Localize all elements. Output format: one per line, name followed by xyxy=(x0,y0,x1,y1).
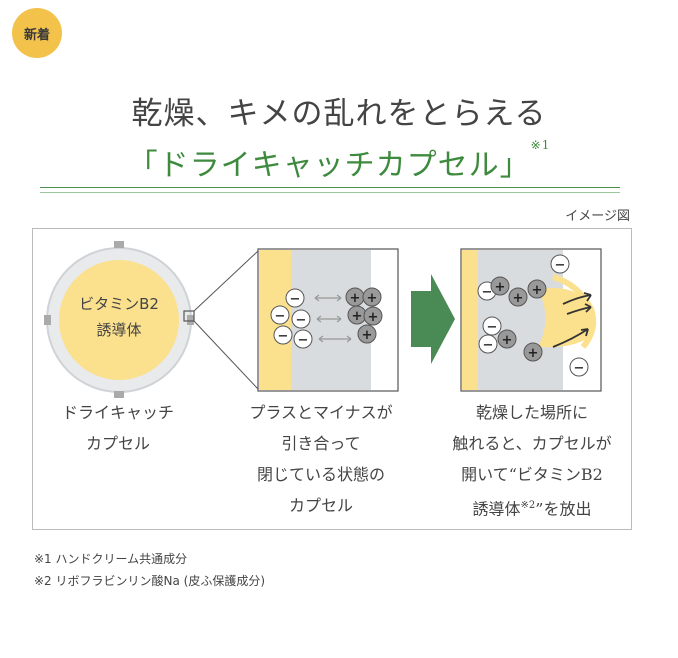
title-divider-light xyxy=(40,192,620,193)
svg-text:+: + xyxy=(350,291,361,306)
step2-caption-line: カプセル xyxy=(288,496,353,515)
svg-text:−: − xyxy=(483,338,494,353)
svg-text:+: + xyxy=(368,310,379,325)
step2-caption-line: 引き合って xyxy=(281,434,361,453)
capsule-illustration: ビタミンB2 誘導体 xyxy=(44,241,194,398)
svg-text:+: + xyxy=(367,291,378,306)
title-divider-dark xyxy=(40,187,620,188)
zoom-indicator xyxy=(183,250,259,390)
svg-text:+: + xyxy=(528,346,539,361)
process-arrow-icon xyxy=(411,274,455,364)
svg-text:+: + xyxy=(513,291,524,306)
page-title: 乾燥、キメの乱れをとらえる xyxy=(131,96,547,132)
capsule-diagram: ビタミンB2 誘導体 − − − − − + + + xyxy=(44,241,602,398)
svg-text:−: − xyxy=(555,258,566,273)
svg-text:+: + xyxy=(502,333,513,348)
step1-caption-line: ドライキャッチ xyxy=(61,403,174,422)
svg-text:−: − xyxy=(275,309,286,324)
step1-caption-line: カプセル xyxy=(85,434,150,453)
illustration-panel: ビタミンB2 誘導体 − − − − − + + + xyxy=(32,228,632,530)
svg-text:−: − xyxy=(298,333,309,348)
step3-caption-text: 誘導体 xyxy=(472,499,521,519)
svg-text:−: − xyxy=(290,292,301,307)
step3-caption: 乾燥した場所に 触れると、カプセルが 開いて“ビタミンB2 誘導体※2”を放出 xyxy=(433,397,631,524)
step1-caption: ドライキャッチ カプセル xyxy=(33,397,203,459)
step3-footnote-mark: ※2 xyxy=(520,500,536,511)
step2-caption: プラスとマイナスが 引き合って 閉じている状態の カプセル xyxy=(223,397,419,521)
step3-caption-line: 触れると、カプセルが xyxy=(452,434,612,453)
svg-text:+: + xyxy=(495,280,506,295)
svg-text:−: − xyxy=(487,320,498,335)
svg-text:+: + xyxy=(532,283,543,298)
subtitle-footnote-mark: ※1 xyxy=(530,138,551,152)
closed-capsule-box: − − − − − + + + + + xyxy=(257,248,399,392)
image-note: イメージ図 xyxy=(565,209,630,224)
page-subtitle: 「ドライキャッチカプセル」※1 xyxy=(0,138,678,184)
step3-caption-text: ”を放出 xyxy=(535,499,592,519)
svg-text:−: − xyxy=(278,329,289,344)
capsule-label-2: 誘導体 xyxy=(96,321,141,339)
step2-caption-line: プラスとマイナスが xyxy=(249,403,393,422)
open-capsule-box: − + + + − − + + − − xyxy=(460,248,602,392)
footnotes: ※1 ハンドクリーム共通成分 ※2 リボフラビンリン酸Na (皮ふ保護成分) xyxy=(34,548,265,592)
new-badge: 新着 xyxy=(12,8,62,58)
footnote-2: ※2 リボフラビンリン酸Na (皮ふ保護成分) xyxy=(34,574,266,588)
svg-text:−: − xyxy=(574,361,585,376)
svg-text:+: + xyxy=(362,328,373,343)
svg-text:−: − xyxy=(296,313,307,328)
step3-caption-line: 開いて“ビタミンB2 xyxy=(461,465,603,484)
step2-caption-line: 閉じている状態の xyxy=(256,465,385,484)
subtitle-text: 「ドライキャッチカプセル」 xyxy=(127,148,531,183)
svg-text:−: − xyxy=(482,285,493,300)
step3-caption-line: 誘導体※2”を放出 xyxy=(433,490,631,524)
svg-text:+: + xyxy=(352,309,363,324)
step3-caption-line: 乾燥した場所に xyxy=(475,403,588,422)
footnote-1: ※1 ハンドクリーム共通成分 xyxy=(34,552,188,566)
capsule-label-1: ビタミンB2 xyxy=(79,295,159,313)
